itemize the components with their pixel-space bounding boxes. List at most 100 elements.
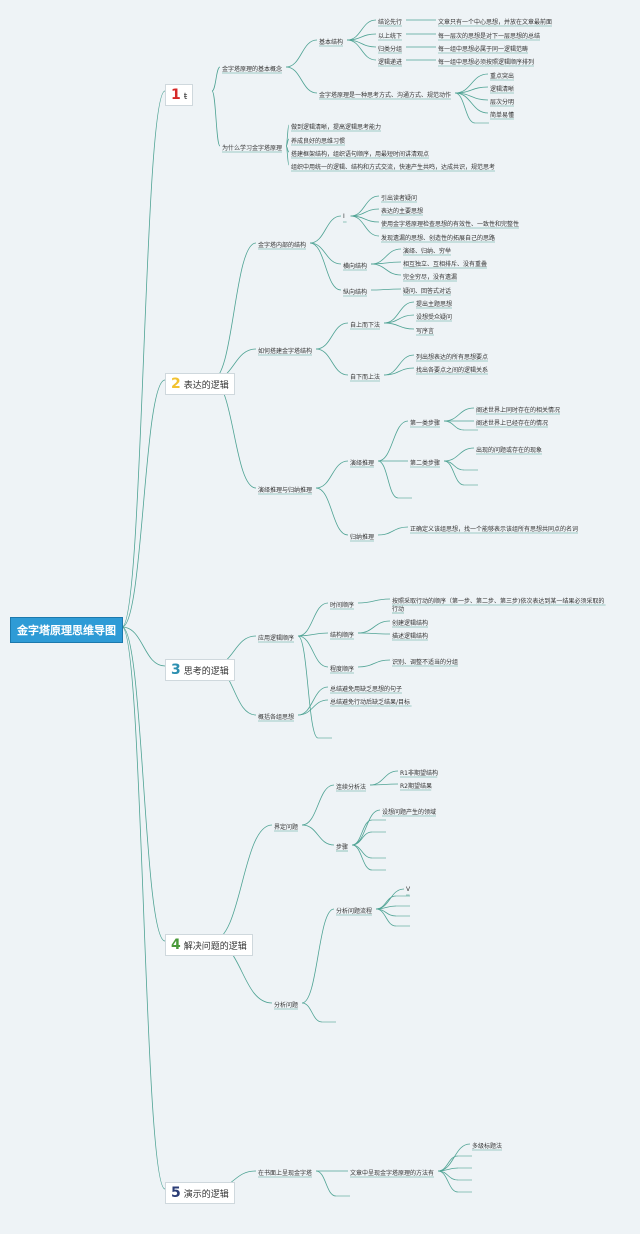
connector-line	[350, 195, 380, 217]
topic-b1b-2[interactable]: 养成良好的思维习惯	[291, 138, 346, 145]
topic-b1a-1-2[interactable]: 以上统下	[378, 33, 403, 40]
topic-b2a-3-1[interactable]: 疑问、回答式对话	[403, 288, 452, 295]
topic-b1a-1-3[interactable]: 归类分组	[378, 46, 403, 53]
topic-b2c-1[interactable]: 演绎推理	[350, 460, 375, 467]
topic-b1b-1[interactable]: 做到逻辑清晰，提高逻辑思考能力	[291, 124, 382, 131]
branch-number: 4	[171, 937, 181, 953]
connector-line	[443, 447, 475, 462]
branch-connector	[121, 90, 166, 628]
topic-b4a-2[interactable]: 步骤	[336, 844, 349, 851]
topic-b1b[interactable]: 为什么学习金字塔原理	[222, 145, 283, 152]
topic-b2b[interactable]: 如何搭建金字塔结构	[258, 348, 313, 355]
topic-b1a-1-2d[interactable]: 每一层次的思想是对下一层思想的总结	[438, 33, 541, 40]
topic-b2a-3[interactable]: 纵向结构	[343, 289, 368, 296]
topic-b3a-1[interactable]: 时间顺序	[330, 602, 355, 609]
topic-b2a-1-4[interactable]: 发现遗漏的思想、创造性的拓展自己的思路	[381, 235, 496, 242]
connector-line	[351, 809, 381, 846]
topic-b2c-1-2-1[interactable]: 出现的问题或存在的现象	[476, 447, 543, 454]
branch-number: 5	[171, 1185, 181, 1201]
topic-b2c-2-1[interactable]: 正确定义该组思想，找一个能够表示该组所有思想共同点的名词	[410, 526, 579, 533]
connector-line	[383, 367, 415, 376]
topic-b3a-2-2[interactable]: 描述逻辑结构	[392, 633, 429, 640]
topic-b4a-1-2[interactable]: R2期望结果	[400, 783, 432, 790]
topic-b2a-1[interactable]: I	[343, 213, 345, 220]
topic-b3b-1[interactable]: 总结避免用缺乏思想的句子	[330, 686, 403, 693]
topic-b4a-2-1[interactable]: 设想问题产生的领域	[382, 809, 437, 816]
branch-label: 演示的逻辑	[183, 1190, 229, 1200]
topic-b1a-2-2[interactable]: 逻辑清晰	[490, 86, 515, 93]
topic-b2b-1-3[interactable]: 写序言	[416, 328, 435, 335]
topic-b2b-2[interactable]: 自下而上法	[350, 374, 381, 381]
topic-b1a-1-4[interactable]: 逻辑递进	[378, 59, 403, 66]
topic-b1a-2-4[interactable]: 简单易懂	[490, 112, 515, 119]
connector-line	[375, 905, 397, 910]
topic-b2b-2-1[interactable]: 列出想表达的所有思想要点	[416, 354, 489, 361]
topic-b1a[interactable]: 金字塔原理的基本概念	[222, 66, 283, 73]
topic-b2c-1-1-2[interactable]: 阐述世界上已经存在的情况	[476, 420, 549, 427]
topic-b2b-1-2[interactable]: 设想受众疑问	[416, 314, 453, 321]
topic-b4a-1-1[interactable]: R1非期望结构	[400, 770, 438, 777]
topic-b3a-2-1[interactable]: 创建逻辑结构	[392, 620, 429, 627]
branch-number: 2	[171, 376, 181, 392]
topic-b2a-2-3[interactable]: 完全穷尽，没有遗漏	[403, 274, 458, 281]
topic-b3b-2[interactable]: 总结避免行动后缺乏结果/目标	[330, 699, 411, 706]
topic-b2b-1[interactable]: 自上而下法	[350, 322, 381, 329]
topic-b2c[interactable]: 演绎推理与归纳推理	[258, 487, 313, 494]
branch-label: 思考的逻辑	[183, 667, 229, 677]
topic-b5a[interactable]: 在书面上呈现金字塔	[258, 1170, 313, 1177]
topic-b1a-2-1[interactable]: 重点突出	[490, 73, 515, 80]
topic-b3a-3[interactable]: 程度顺序	[330, 666, 355, 673]
topic-b2b-1-1[interactable]: 提出主题思想	[416, 301, 453, 308]
topic-b3a-2[interactable]: 结构顺序	[330, 632, 355, 639]
topic-b1b-3[interactable]: 搭建框架结构，组织语句顺序，用最短时间讲清观点	[291, 151, 430, 158]
topic-b3a-3-1[interactable]: 识别、调整不适当的分组	[392, 659, 459, 666]
topic-b2b-2-2[interactable]: 找出各要点之间的逻辑关系	[416, 367, 489, 374]
topic-b3a-1-1[interactable]: 按照采取行动的顺序（第一步、第二步、第三步)依次表达到某一结果必须采取的	[392, 598, 605, 605]
topic-b4b-1[interactable]: 分析问题流程	[336, 908, 373, 915]
topic-b1a-1-4d[interactable]: 每一组中思想必须按照逻辑顺序排列	[438, 59, 535, 66]
topic-b5a-1[interactable]: 文章中呈现金字塔原理的方法有	[350, 1170, 435, 1177]
topic-b2a[interactable]: 金字塔内部的结构	[258, 242, 307, 249]
topic-b1a-1-1[interactable]: 结论先行	[378, 19, 403, 26]
connector-line	[377, 460, 399, 499]
connector-line	[377, 526, 409, 536]
topic-b3a-1-1b[interactable]: 行动	[392, 606, 405, 613]
topic-b3b[interactable]: 概括各组思想	[258, 714, 295, 721]
topic-b5a-1-1[interactable]: 多级标题法	[472, 1143, 503, 1150]
topic-b2a-1-3[interactable]: 使用金字塔原理检查思想的有效性、一致性和完整性	[381, 221, 520, 228]
connector-line	[297, 686, 329, 716]
topic-b4a-1[interactable]: 连续分析法	[336, 784, 367, 791]
topic-b3a[interactable]: 应用逻辑顺序	[258, 635, 295, 642]
root-topic[interactable]: 金字塔原理思维导图	[10, 617, 123, 643]
topic-b2a-2[interactable]: 横向结构	[343, 263, 368, 270]
topic-b2a-2-1[interactable]: 演绎、归纳、穷举	[403, 248, 452, 255]
connector-line	[437, 1143, 471, 1172]
topic-b2c-1-1[interactable]: 第一类步骤	[410, 420, 441, 427]
topic-b2c-2[interactable]: 归纳推理	[350, 534, 375, 541]
connector-line	[211, 66, 221, 92]
connector-line	[309, 215, 342, 244]
topic-b1a-1[interactable]: 基本结构	[319, 39, 344, 46]
connector-line	[443, 460, 465, 471]
topic-b2c-1-2[interactable]: 第二类步骤	[410, 460, 441, 467]
connector-line	[285, 39, 318, 68]
connector-line	[443, 460, 465, 486]
topic-b2a-2-2[interactable]: 相互独立、互相排斥、没有重叠	[403, 261, 488, 268]
topic-b1a-1-1d[interactable]: 文章只有一个中心思想，并放在文章最前面	[438, 19, 553, 26]
topic-b4b[interactable]: 分析问题	[274, 1002, 299, 1009]
topic-b4b-1-1[interactable]: V	[406, 886, 411, 893]
topic-b4a[interactable]: 界定问题	[274, 824, 299, 831]
branch-label: ŧ	[183, 92, 188, 102]
topic-b2a-1-1[interactable]: 引出读者疑问	[381, 195, 418, 202]
topic-b1a-2[interactable]: 金字塔原理是一种思考方式、沟通方式、规范动作	[319, 92, 452, 99]
topic-b1a-1-3d[interactable]: 每一组中思想必属于同一逻辑范畴	[438, 46, 529, 53]
topic-b2a-1-2[interactable]: 表达的主要思想	[381, 208, 424, 215]
topic-b2c-1-1-1[interactable]: 阐述世界上同时存在的相关情况	[476, 407, 561, 414]
topic-b1a-2-3[interactable]: 层次分明	[490, 99, 515, 106]
topic-b1b-4[interactable]: 组织中用统一的逻辑、结构和方式交流，快速产生共鸣，达成共识，规范思考	[291, 164, 496, 171]
